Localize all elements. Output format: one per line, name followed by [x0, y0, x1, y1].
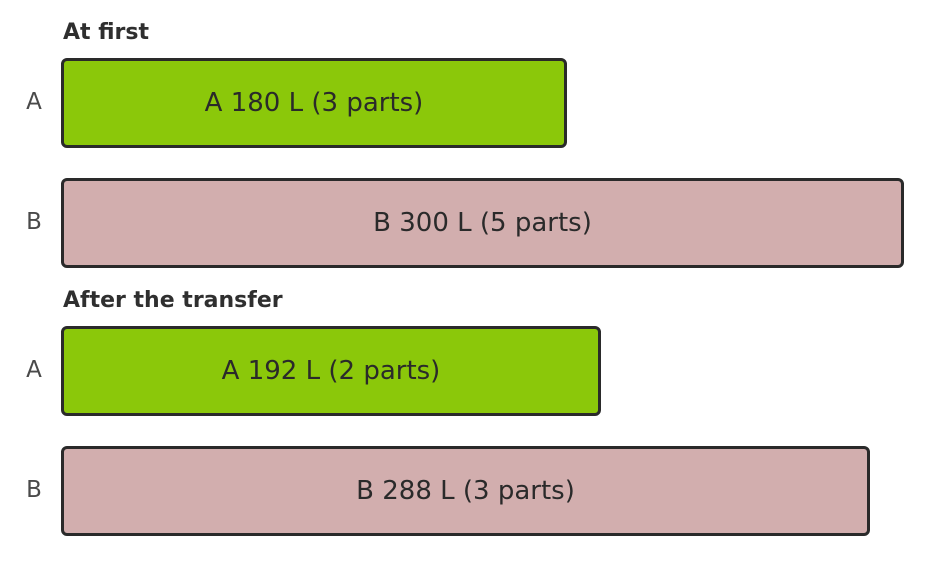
section-title-after: After the transfer: [63, 288, 283, 313]
bar-a-initial: A 180 L (3 parts): [61, 58, 567, 148]
row-label-b-initial: B: [26, 209, 42, 235]
bar-b-initial: B 300 L (5 parts): [61, 178, 904, 268]
row-label-a-initial: A: [26, 89, 42, 115]
bar-b-after: B 288 L (3 parts): [61, 446, 870, 536]
row-label-a-after: A: [26, 357, 42, 383]
section-title-initial: At first: [63, 20, 149, 45]
row-label-b-after: B: [26, 477, 42, 503]
bar-a-after: A 192 L (2 parts): [61, 326, 601, 416]
